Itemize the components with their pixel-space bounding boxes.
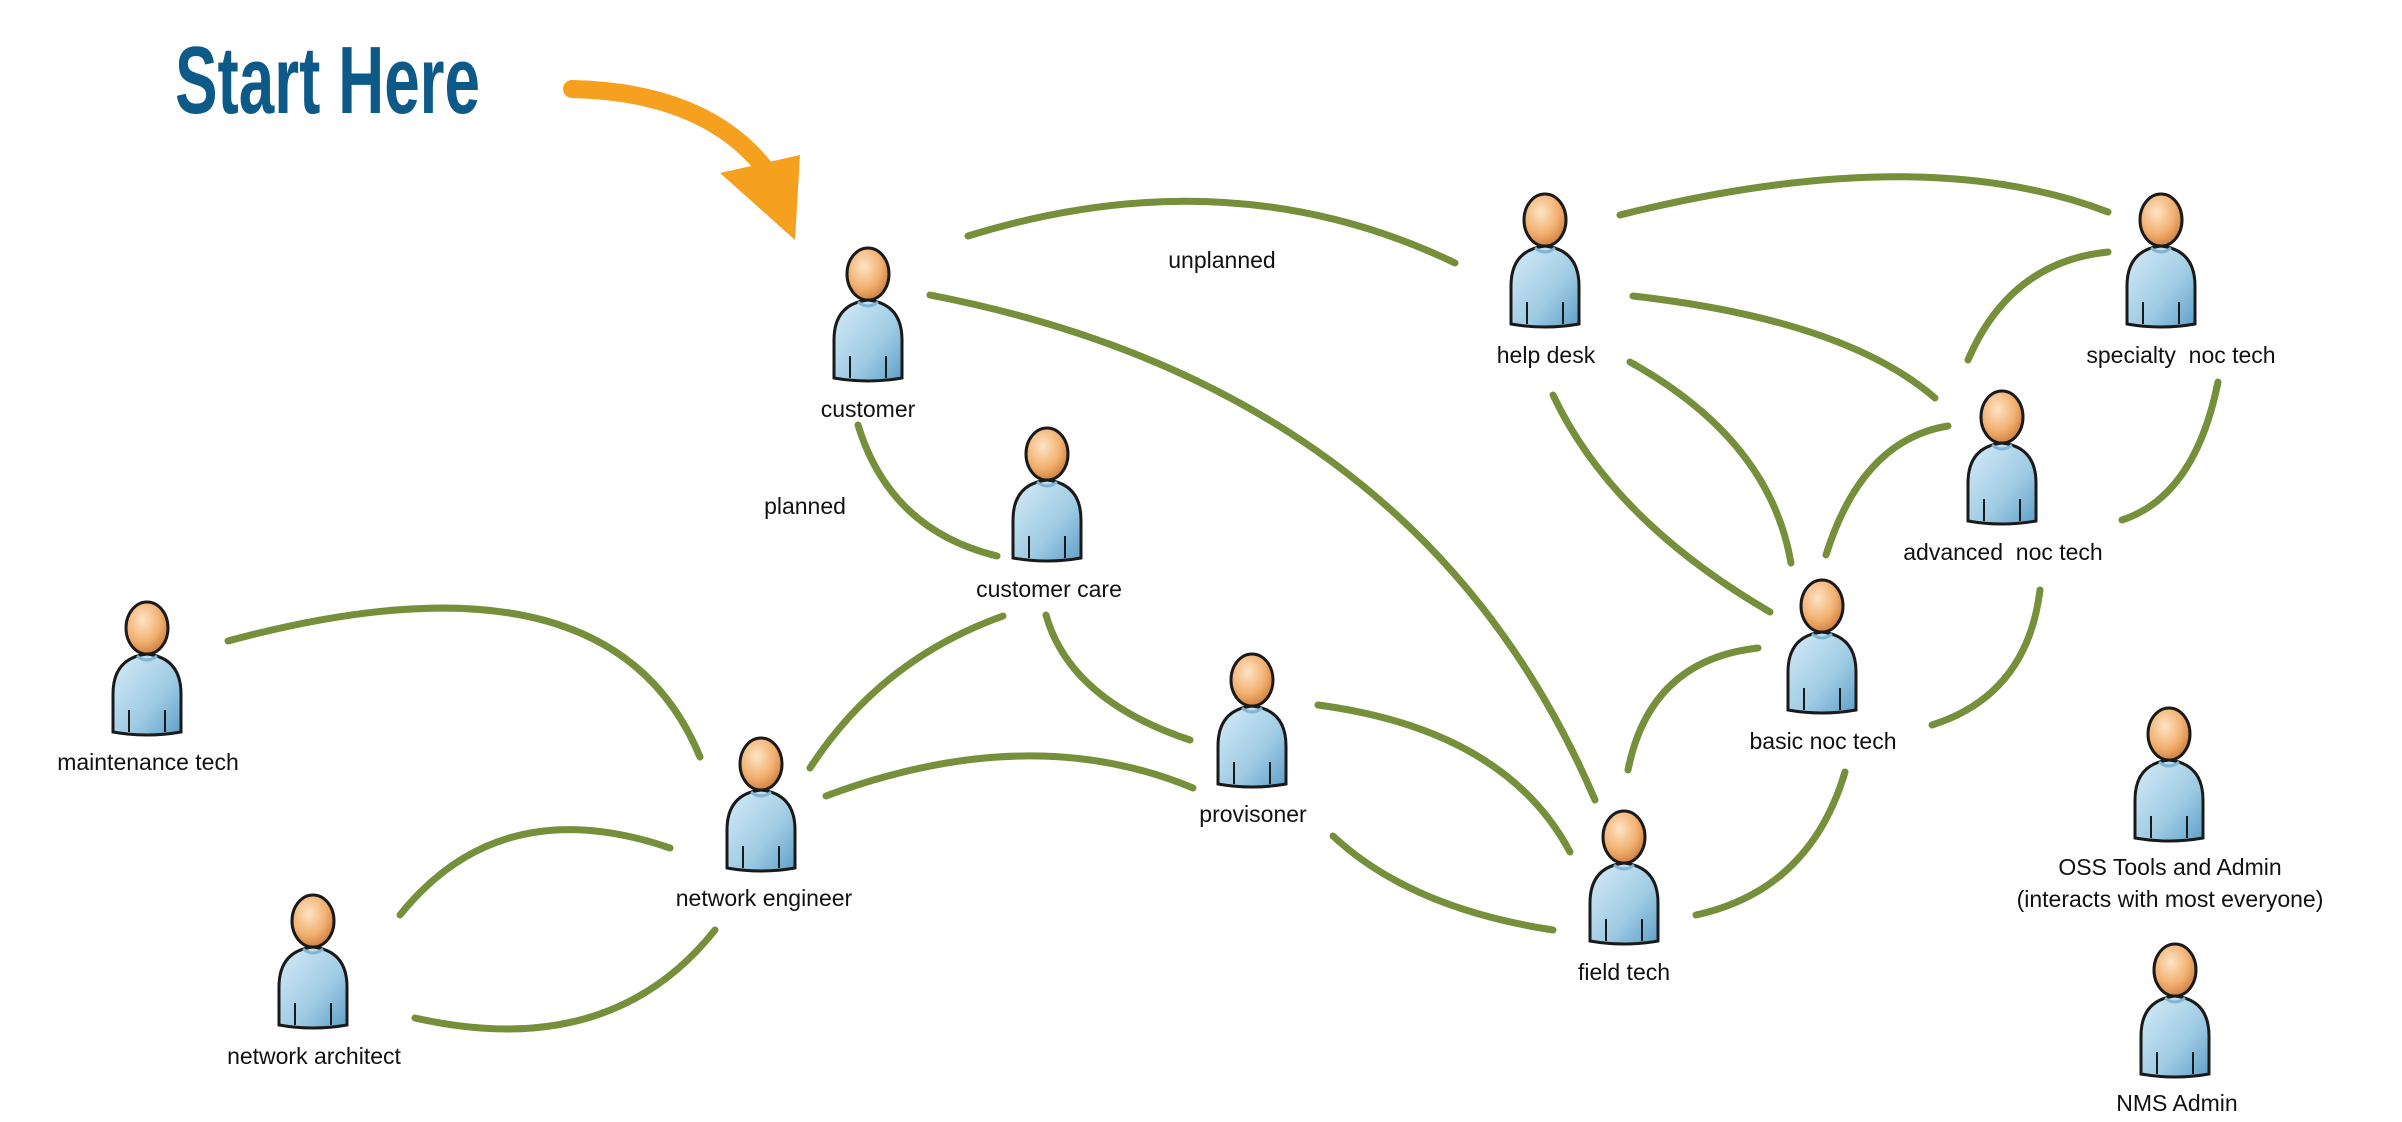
node-label: basic noc tech: [1749, 728, 1896, 754]
node-advanced-noc-tech: advanced noc tech: [1903, 389, 2103, 565]
person-icon: [1588, 809, 1660, 946]
node-label: field tech: [1578, 959, 1670, 985]
node-label: customer: [821, 396, 916, 422]
node-label: network engineer: [676, 885, 853, 911]
node-nms-admin: NMS Admin: [2116, 942, 2238, 1116]
edge-help-desk-to-basic: [1549, 391, 1774, 616]
node-label: specialty noc tech: [2086, 342, 2275, 368]
node-network-engineer: network engineer: [676, 736, 853, 911]
edge-architect-to-network-engineer: [396, 826, 674, 919]
edge-customer-to-help-desk: [964, 197, 1459, 267]
node-customer-care: customer care: [976, 426, 1122, 602]
edge-network-engineer-to-architect: [411, 926, 719, 1033]
page-title: Start Here: [175, 27, 480, 134]
node-label: network architect: [227, 1043, 401, 1069]
edge-label-unplanned: unplanned: [1168, 247, 1275, 273]
node-customer: customer: [821, 246, 916, 422]
edge-customer-care-to-provisoner: [1042, 611, 1194, 744]
person-icon: [1509, 192, 1581, 329]
node-label: maintenance tech: [57, 749, 239, 775]
edge-field-tech-to-basic: [1692, 768, 1849, 919]
edge-specialty-to-help-desk: [1616, 173, 2112, 219]
node-label: provisoner: [1199, 801, 1307, 827]
node-field-tech: field tech: [1578, 809, 1670, 985]
node-label: customer care: [976, 576, 1122, 602]
person-icon: [111, 600, 183, 737]
edge-basic-to-help-desk: [1626, 358, 1795, 567]
node-label: help desk: [1497, 342, 1596, 368]
person-icon: [1786, 578, 1858, 715]
edge-provisoner-to-network-engineer: [822, 752, 1197, 800]
edge-advanced-to-basic: [1822, 422, 1952, 559]
edge-advanced-to-specialty: [2118, 378, 2222, 524]
node-provisoner: provisoner: [1199, 652, 1307, 827]
node-label: advanced noc tech: [1903, 539, 2102, 565]
person-icon: [2133, 706, 2205, 843]
node-label: NMS Admin: [2116, 1090, 2237, 1116]
edge-field-tech-to-provisoner: [1314, 701, 1574, 856]
node-network-architect: network architect: [227, 893, 402, 1069]
node-specialty-noc-tech: specialty noc tech: [2086, 192, 2276, 368]
person-icon: [2125, 192, 2197, 329]
edges: [224, 173, 2222, 1033]
person-icon: [1011, 426, 1083, 563]
node-maintenance-tech: maintenance tech: [57, 600, 239, 775]
person-icon: [1966, 389, 2038, 526]
edge-customer-to-customer-care: [854, 421, 1001, 560]
edge-basic-to-advanced: [1928, 586, 2044, 729]
start-arrow: [563, 80, 779, 184]
edge-provisoner-to-field-tech: [1329, 832, 1557, 934]
edge-advanced-to-help-desk: [1629, 292, 1939, 402]
start-arrowhead: [720, 155, 800, 240]
node-oss-tools-admin: OSS Tools and Admin (interacts with most…: [2017, 706, 2324, 912]
person-icon: [832, 246, 904, 383]
edge-customer-care-to-network-engineer: [806, 612, 1007, 772]
node-help-desk: help desk: [1497, 192, 1596, 368]
node-basic-noc-tech: basic noc tech: [1749, 578, 1897, 754]
node-sublabel: (interacts with most everyone): [2017, 886, 2324, 912]
person-icon: [1216, 652, 1288, 789]
person-icon: [725, 736, 797, 873]
edge-basic-to-field-tech: [1624, 644, 1762, 774]
node-label: OSS Tools and Admin: [2058, 854, 2281, 880]
person-icon: [2139, 942, 2211, 1079]
edge-label-planned: planned: [764, 493, 846, 519]
edge-field-tech-to-customer: [926, 291, 1599, 804]
edge-network-engineer-to-maintenance: [224, 604, 704, 761]
person-icon: [277, 893, 349, 1030]
edge-specialty-to-advanced: [1964, 248, 2112, 364]
